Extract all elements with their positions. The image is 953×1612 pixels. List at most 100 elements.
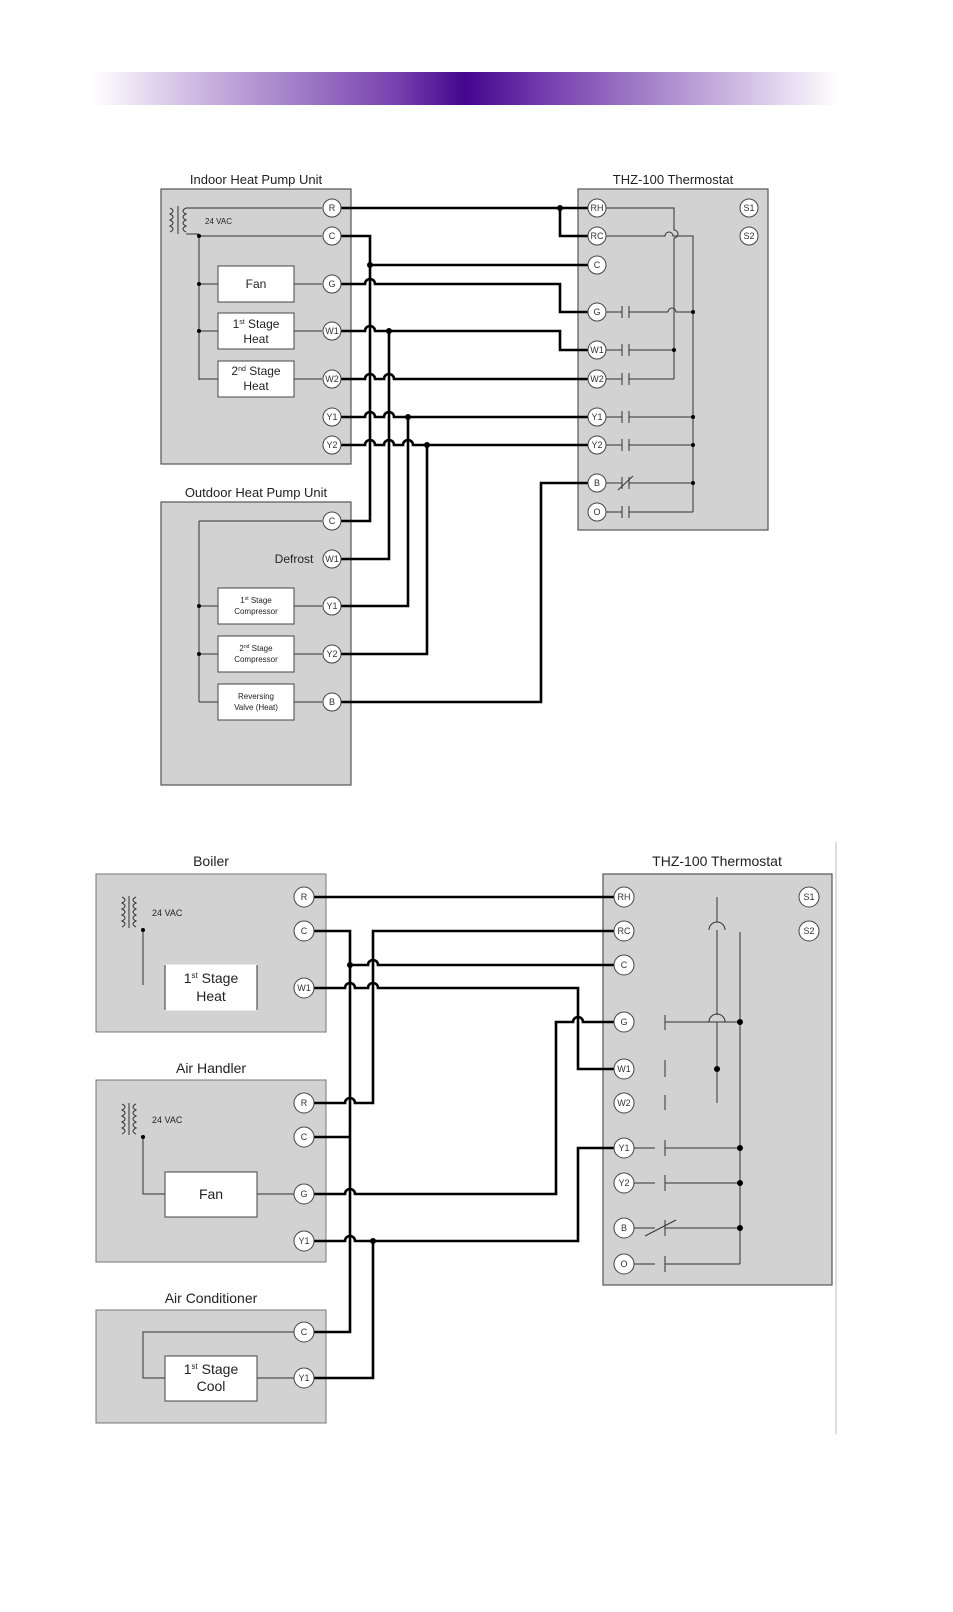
thermostat-terminals-1: RH RC C G W1 W2 Y1 Y2 B O S1 S2 — [587, 198, 759, 522]
header-gradient-bar — [92, 72, 840, 105]
svg-text:Compressor: Compressor — [234, 655, 278, 664]
svg-text:1st Stage: 1st Stage — [240, 596, 272, 605]
svg-text:C: C — [621, 960, 628, 970]
thermostat-title-1: THZ-100 Thermostat — [613, 172, 734, 187]
svg-text:B: B — [621, 1223, 627, 1233]
outdoor-unit-title: Outdoor Heat Pump Unit — [185, 485, 328, 500]
svg-text:S1: S1 — [803, 892, 814, 902]
stage1-cool-box — [164, 1355, 258, 1402]
svg-text:24 VAC: 24 VAC — [152, 908, 183, 918]
svg-text:Fan: Fan — [199, 1186, 223, 1202]
svg-text:2nd Stage: 2nd Stage — [239, 644, 273, 653]
svg-text:S2: S2 — [803, 926, 814, 936]
svg-text:24 VAC: 24 VAC — [152, 1115, 183, 1125]
stage1-heat-label-1: 1st Stage — [233, 317, 280, 331]
svg-text:RC: RC — [618, 926, 631, 936]
indoor-terminals: R C G W1 W2 Y1 Y2 — [322, 198, 342, 455]
boiler-terminals: R C W1 — [293, 886, 315, 999]
svg-text:W2: W2 — [325, 374, 339, 384]
svg-text:B: B — [594, 478, 600, 488]
svg-text:Y1: Y1 — [326, 601, 337, 611]
svg-text:G: G — [328, 279, 335, 289]
stage2-heat-box-1 — [217, 360, 295, 398]
svg-text:Y2: Y2 — [326, 649, 337, 659]
svg-text:O: O — [620, 1259, 627, 1269]
wires-1 — [341, 205, 596, 704]
svg-text:C: C — [329, 516, 336, 526]
svg-text:Y2: Y2 — [591, 440, 602, 450]
outdoor-terminals: C W1 Y1 Y2 B — [322, 511, 342, 712]
air-handler-title: Air Handler — [176, 1060, 246, 1076]
svg-text:Y1: Y1 — [298, 1373, 309, 1383]
svg-text:1st Stage: 1st Stage — [184, 970, 239, 986]
svg-text:G: G — [300, 1189, 307, 1199]
diagram-heat-pump: Indoor Heat Pump Unit THZ-100 Thermostat… — [160, 172, 769, 786]
svg-text:Y1: Y1 — [591, 412, 602, 422]
air-handler-terminals: R C G Y1 — [293, 1092, 315, 1252]
stage2-compressor-box — [217, 635, 295, 673]
thermostat-terminals-2: RH RC C G W1 W2 Y1 Y2 B O S1 S2 — [613, 886, 820, 1275]
fan-box-1 — [217, 265, 295, 303]
transformer-icon — [120, 1103, 138, 1135]
svg-text:R: R — [329, 203, 336, 213]
svg-text:W1: W1 — [590, 345, 604, 355]
svg-text:W2: W2 — [617, 1098, 631, 1108]
svg-text:S1: S1 — [743, 203, 754, 213]
transformer-icon — [168, 206, 322, 235]
svg-text:Y1: Y1 — [298, 1236, 309, 1246]
svg-text:C: C — [301, 926, 308, 936]
svg-text:R: R — [301, 892, 308, 902]
svg-text:Heat: Heat — [196, 988, 226, 1004]
air-conditioner-title: Air Conditioner — [165, 1290, 258, 1306]
defrost-label: Defrost — [275, 552, 314, 566]
air-handler-box — [95, 1079, 327, 1263]
thermostat-title-2: THZ-100 Thermostat — [652, 853, 782, 869]
reversing-valve-box — [217, 683, 295, 721]
svg-text:O: O — [593, 507, 600, 517]
stage1-compressor-box — [217, 587, 295, 625]
svg-text:Heat: Heat — [243, 379, 269, 393]
svg-text:C: C — [329, 231, 336, 241]
thermostat-internals-2 — [634, 897, 743, 1272]
svg-text:Cool: Cool — [197, 1378, 226, 1394]
stage2-heat-label-1: 2nd Stage — [231, 364, 281, 378]
fan-label-1: Fan — [246, 277, 267, 291]
svg-text:W1: W1 — [325, 554, 339, 564]
transformer-icon — [120, 896, 138, 928]
wires-2 — [314, 895, 624, 1380]
svg-text:Y2: Y2 — [618, 1178, 629, 1188]
stage1-heat-box-2 — [164, 964, 258, 1011]
svg-text:W2: W2 — [590, 374, 604, 384]
svg-text:Y2: Y2 — [326, 440, 337, 450]
svg-text:G: G — [593, 307, 600, 317]
svg-text:Reversing: Reversing — [238, 692, 274, 701]
vac-label-1: 24 VAC — [205, 217, 232, 226]
thermostat-internals-1 — [606, 207, 695, 518]
thermostat-box-1 — [577, 188, 769, 531]
svg-text:Valve (Heat): Valve (Heat) — [234, 703, 278, 712]
svg-text:Y1: Y1 — [618, 1143, 629, 1153]
svg-text:Y1: Y1 — [326, 412, 337, 422]
svg-text:B: B — [329, 697, 335, 707]
svg-text:W1: W1 — [325, 326, 339, 336]
svg-text:W1: W1 — [617, 1064, 631, 1074]
boiler-title: Boiler — [193, 853, 229, 869]
svg-text:Compressor: Compressor — [234, 607, 278, 616]
svg-text:C: C — [301, 1327, 308, 1337]
svg-text:1st Stage: 1st Stage — [184, 1361, 239, 1377]
svg-text:W1: W1 — [297, 983, 311, 993]
svg-text:RC: RC — [591, 231, 604, 241]
ac-terminals: C Y1 — [293, 1321, 315, 1389]
svg-text:S2: S2 — [743, 231, 754, 241]
svg-text:RH: RH — [591, 203, 604, 213]
svg-text:Heat: Heat — [243, 332, 269, 346]
svg-text:C: C — [301, 1132, 308, 1142]
diagram-boiler-ac: Boiler THZ-100 Thermostat Air Handler Ai… — [95, 842, 837, 1434]
stage1-heat-box-1 — [217, 312, 295, 350]
indoor-unit-title: Indoor Heat Pump Unit — [190, 172, 323, 187]
svg-text:G: G — [620, 1017, 627, 1027]
svg-text:RH: RH — [618, 892, 631, 902]
svg-text:C: C — [594, 260, 601, 270]
svg-text:R: R — [301, 1098, 308, 1108]
